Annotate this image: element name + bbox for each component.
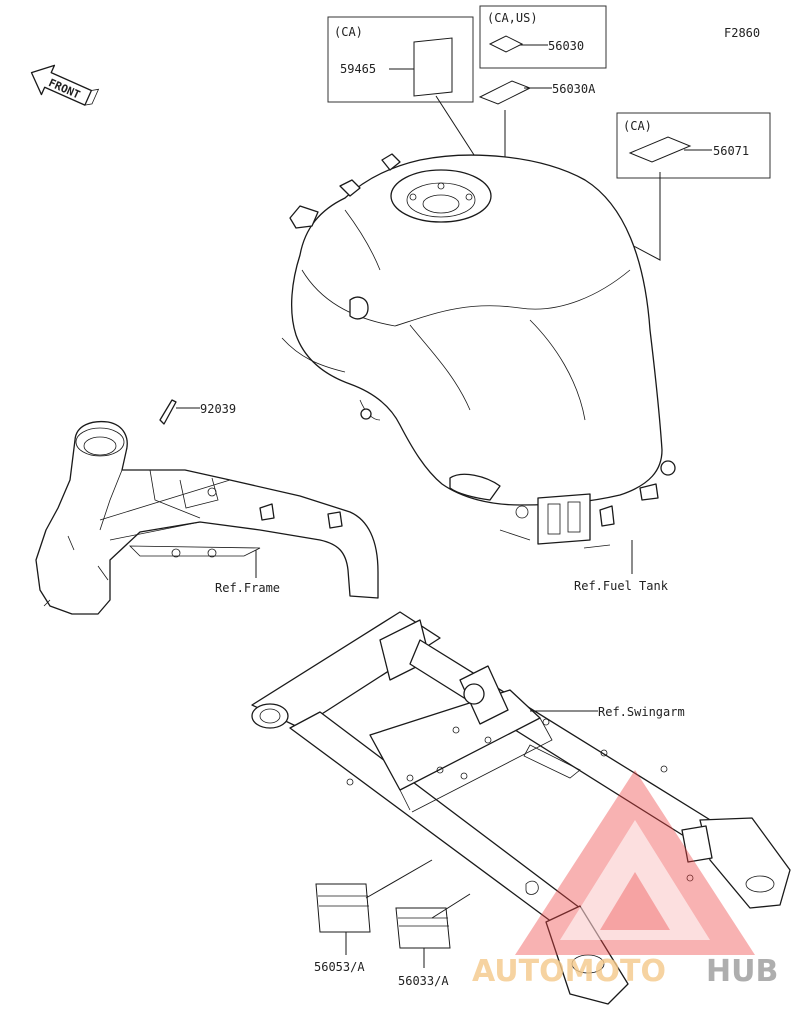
decal-56053A bbox=[315, 883, 371, 933]
leader-56033A bbox=[431, 893, 471, 919]
decal-56033A bbox=[395, 907, 451, 949]
label-decal-56030 bbox=[488, 35, 524, 53]
callout-56071: 56071 bbox=[713, 144, 749, 158]
watermark-part2: HUB bbox=[706, 954, 778, 989]
callout-56053A: 56053/A bbox=[314, 960, 365, 974]
ref-fuel-tank: Ref.Fuel Tank bbox=[574, 579, 669, 593]
watermark-logo-icon bbox=[515, 770, 755, 955]
watermark-text: AUTOMOTO HUB bbox=[472, 954, 778, 989]
front-direction-arrow-icon: FRONT bbox=[30, 64, 100, 106]
region-box-ca-56071: (CA) 56071 bbox=[616, 112, 771, 179]
region-box-ca-us-56030: (CA,US) 56030 bbox=[479, 5, 607, 69]
region-box-ca-59465: (CA) 59465 bbox=[327, 16, 474, 103]
leader-56053A bbox=[365, 859, 433, 899]
region-label: (CA,US) bbox=[487, 11, 538, 25]
ref-frame: Ref.Frame bbox=[215, 581, 280, 595]
ref-swingarm: Ref.Swingarm bbox=[598, 705, 685, 719]
figure-code: F2860 bbox=[724, 26, 760, 40]
region-label: (CA) bbox=[623, 119, 652, 133]
callout-92039: 92039 bbox=[200, 402, 236, 416]
decal-56030A: 56030A bbox=[478, 80, 596, 105]
watermark-part1: AUTOMOTO bbox=[472, 954, 666, 989]
callout-56033A: 56033/A bbox=[398, 974, 449, 988]
swingarm-illustration bbox=[251, 611, 791, 1005]
leader-59465 bbox=[435, 95, 477, 159]
callout-59465: 59465 bbox=[340, 62, 376, 76]
fuel-tank-illustration bbox=[281, 153, 676, 549]
label-decal-56071 bbox=[628, 136, 692, 163]
callout-56030A: 56030A bbox=[552, 82, 596, 96]
frame-illustration bbox=[35, 399, 379, 615]
label-decal-59465 bbox=[413, 37, 453, 97]
region-label: (CA) bbox=[334, 25, 363, 39]
callout-56030: 56030 bbox=[548, 39, 584, 53]
